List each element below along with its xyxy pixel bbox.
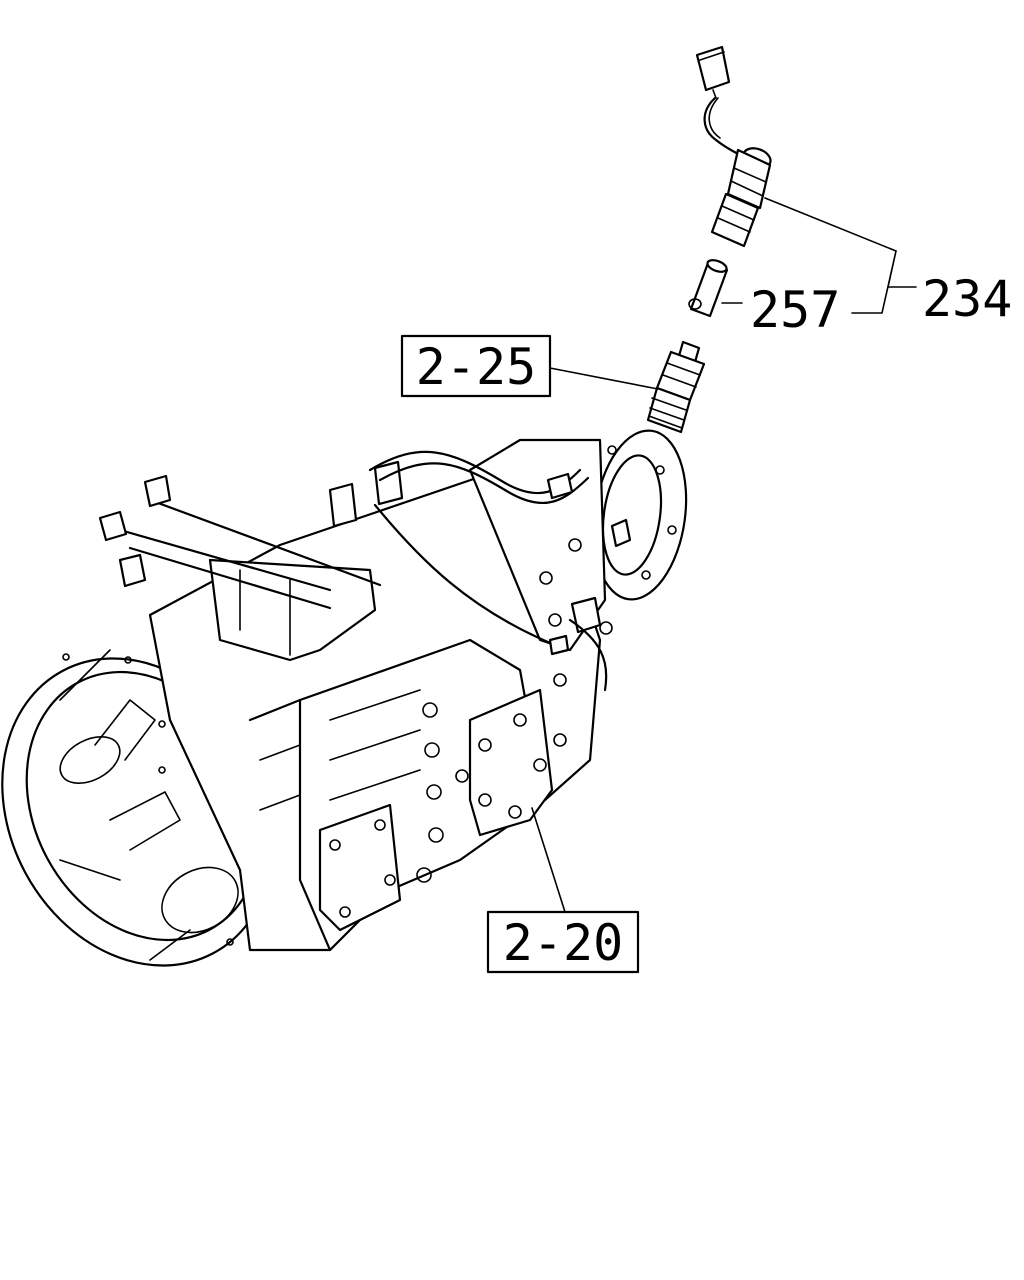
speed-sensor[interactable] [695, 45, 897, 252]
leader-bracket [851, 250, 917, 314]
part-label-234[interactable]: 234 [922, 270, 1012, 328]
label-box-2-20[interactable]: 2-20 [486, 910, 640, 974]
ref-label-2-20: 2-20 [503, 914, 623, 972]
label-box-2-25[interactable]: 2-25 [400, 334, 552, 398]
part-label-257[interactable]: 257 [750, 281, 840, 339]
pin[interactable] [688, 258, 743, 318]
leader-2-20 [531, 807, 566, 913]
ref-label-2-25: 2-25 [416, 338, 536, 396]
transmission-assembly[interactable] [0, 425, 696, 1014]
